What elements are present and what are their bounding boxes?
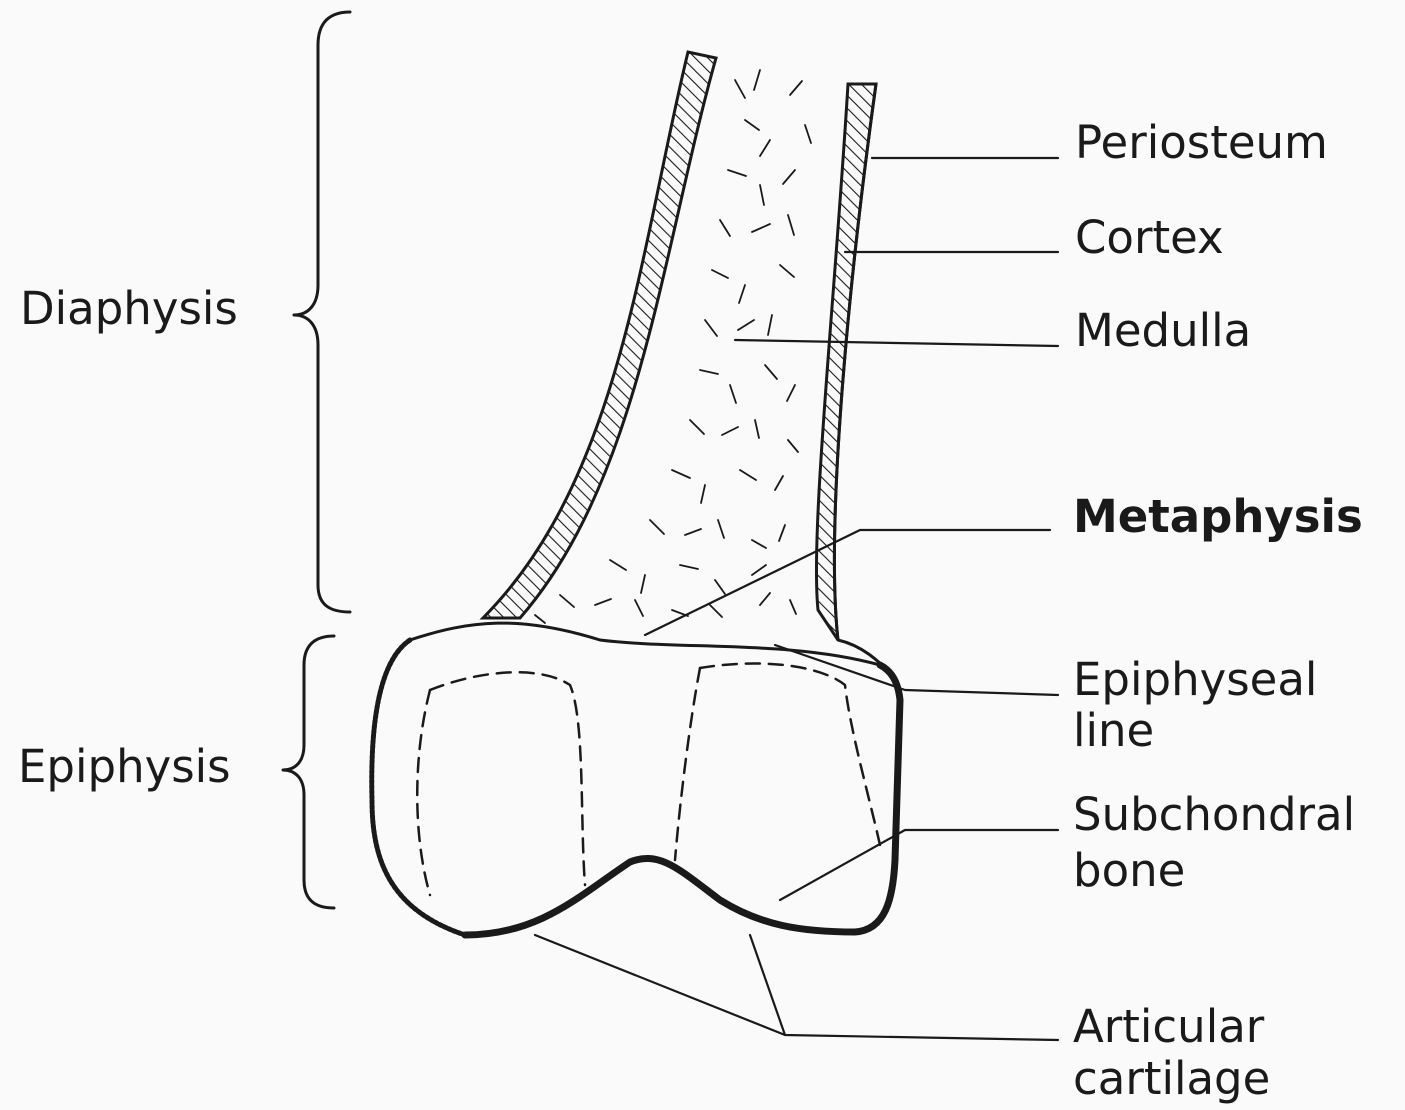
label-metaphysis: Metaphysis — [1073, 490, 1363, 543]
label-diaphysis: Diaphysis — [20, 282, 238, 335]
label-medulla: Medulla — [1075, 304, 1251, 357]
label-articular-1: Articular — [1073, 1000, 1265, 1053]
label-articular-2: cartilage — [1073, 1052, 1270, 1105]
label-epiphyseal-line-2: line — [1073, 704, 1154, 757]
leader-medulla — [735, 340, 1058, 346]
label-cortex: Cortex — [1075, 211, 1224, 264]
epiphysis-brace — [283, 636, 334, 908]
label-subchondral-2: bone — [1073, 844, 1185, 897]
cortex-left — [483, 52, 716, 618]
label-epiphysis: Epiphysis — [18, 740, 231, 793]
leader-metaphysis — [645, 530, 1050, 635]
epiphyseal-line-path — [410, 623, 880, 665]
label-epiphyseal-line-1: Epiphyseal — [1073, 653, 1317, 706]
articular-cartilage-surface — [465, 665, 900, 935]
leader-subchondral — [780, 830, 1058, 900]
cortex-right — [816, 84, 876, 640]
leader-articular — [535, 935, 1058, 1040]
label-subchondral-1: Subchondral — [1073, 788, 1355, 841]
diaphysis-brace — [294, 12, 350, 612]
label-periosteum: Periosteum — [1075, 116, 1328, 169]
